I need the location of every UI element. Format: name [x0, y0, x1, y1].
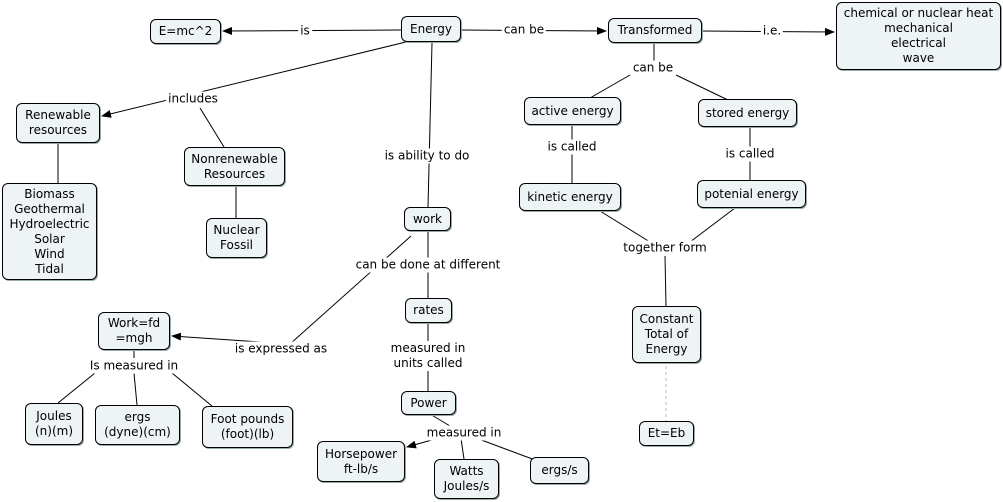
- node-work[interactable]: work: [404, 207, 451, 231]
- node-emc2[interactable]: E=mc^2: [150, 19, 221, 44]
- label-is-ability-to-do: is ability to do: [382, 148, 472, 164]
- node-ergs[interactable]: ergs (dyne)(cm): [95, 405, 180, 445]
- label-measured-in-units: measured in units called: [388, 341, 468, 371]
- label-is-expressed-as: is expressed as: [232, 341, 330, 357]
- node-foot-pounds[interactable]: Foot pounds (foot)(lb): [202, 406, 293, 448]
- node-joules[interactable]: Joules (n)(m): [25, 403, 83, 445]
- node-rates[interactable]: rates: [405, 298, 452, 323]
- label-is-called-stored: is called: [723, 146, 777, 162]
- label-is: is: [298, 23, 312, 39]
- node-constant-total[interactable]: Constant Total of Energy: [632, 306, 701, 363]
- node-nonrenewable-list[interactable]: Nuclear Fossil: [206, 218, 267, 258]
- label-is-called-active: is called: [545, 139, 599, 155]
- node-nonrenewable[interactable]: Nonrenewable Resources: [184, 147, 285, 186]
- node-work-formula[interactable]: Work=fd =mgh: [98, 312, 170, 350]
- node-transformed[interactable]: Transformed: [608, 18, 702, 43]
- node-et-eb[interactable]: Et=Eb: [639, 421, 694, 446]
- label-is-measured-in: Is measured in: [87, 358, 181, 374]
- node-ergs-per-s[interactable]: ergs/s: [530, 457, 589, 484]
- label-together-form: together form: [621, 240, 709, 256]
- label-can-be-transformed: can be: [630, 60, 676, 76]
- label-can-be-done: can be done at different: [353, 257, 503, 273]
- node-power[interactable]: Power: [401, 391, 456, 415]
- node-kinetic-energy[interactable]: kinetic energy: [519, 183, 621, 211]
- label-can-be: can be: [501, 22, 547, 38]
- label-measured-in: measured in: [424, 425, 504, 441]
- node-renewable[interactable]: Renewable resources: [16, 103, 100, 143]
- node-potential-energy[interactable]: potenial energy: [697, 180, 806, 208]
- label-includes: includes: [166, 91, 220, 107]
- node-energy[interactable]: Energy: [401, 16, 461, 42]
- node-active-energy[interactable]: active energy: [524, 97, 621, 125]
- node-watts[interactable]: Watts Joules/s: [434, 459, 499, 499]
- label-ie: i.e.: [760, 23, 784, 39]
- node-stored-energy[interactable]: stored energy: [698, 99, 797, 127]
- node-horsepower[interactable]: Horsepower ft-lb/s: [317, 441, 405, 482]
- node-energy-forms[interactable]: chemical or nuclear heat mechanical elec…: [836, 2, 1001, 70]
- node-renewable-list[interactable]: Biomass Geothermal Hydroelectric Solar W…: [2, 183, 97, 280]
